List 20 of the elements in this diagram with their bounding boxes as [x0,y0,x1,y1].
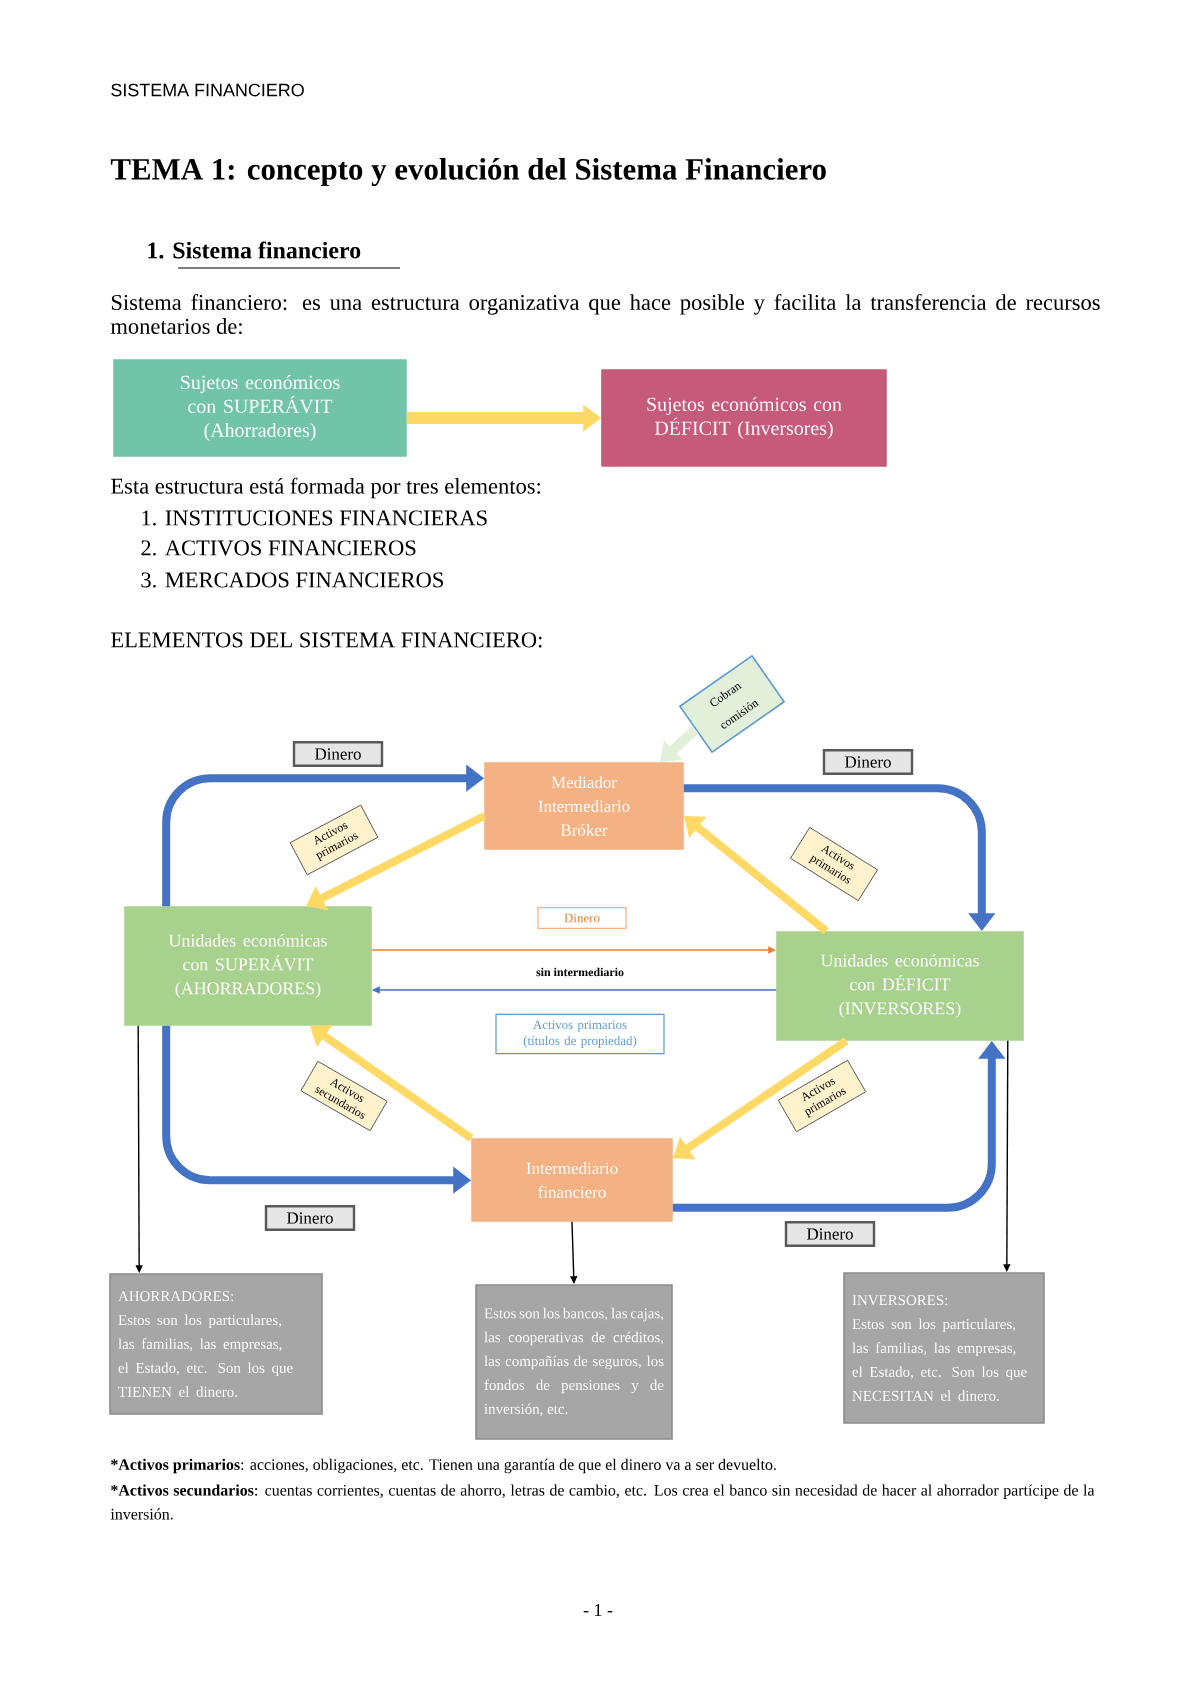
process-box: Sujetos económicos con DÉFICIT (Inversores) [601,369,887,467]
process-box: Sujetos económicos con SUPERÁVIT (Ahorradores) [113,359,407,457]
process-box: Intermediario financiero [471,1138,673,1222]
page-number: - 1 - [583,1604,613,1616]
paragraph: Esta estructura está formada por tres elementos: [111,477,540,499]
process-box: Unidades económicas con SUPERÁVIT (AHORRADORES) [124,906,372,1026]
title: TEMA 1: concepto y evolución del Sistema Financiero [110,158,826,187]
edge-label: Dinero [264,1205,356,1231]
edge-label: Dinero [784,1221,876,1247]
section-heading: 1. Sistema financiero [148,241,361,259]
paragraph: Sistema financiero: es una estructura organizativa que hace posible y facilita la transferencia de recursos monetarios de: [110,294,1100,335]
edge-label: Dinero [822,749,914,775]
list-item: 1. INSTITUCIONES FINANCIERAS [142,510,487,526]
process-box: Unidades económicas con DÉFICIT (INVERSORES) [776,931,1024,1041]
process-box: Mediador Intermediario Bróker [484,762,684,850]
edge-label: Dinero [292,741,384,767]
page-header: SISTEMA FINANCIERO [111,83,304,97]
diagram-heading: ELEMENTOS DEL SISTEMA FINANCIERO: [111,632,542,648]
list-item: 2. ACTIVOS FINANCIEROS [141,540,416,556]
list-item: 3. MERCADOS FINANCIEROS [141,572,443,588]
